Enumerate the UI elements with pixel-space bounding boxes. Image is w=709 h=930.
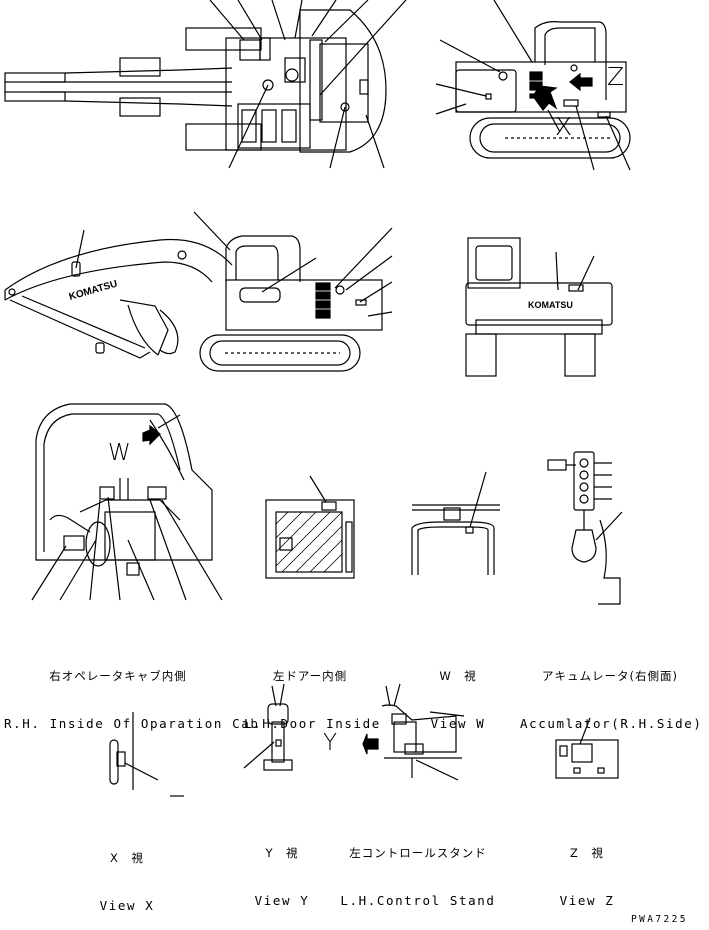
boom-brand-text: KOMATSU <box>68 279 119 303</box>
caption-lh-door-jp: 左ドアー内側 <box>272 669 348 683</box>
caption-lh-control-jp: 左コントロールスタンド <box>349 846 487 860</box>
rear-brand-text: KOMATSU <box>528 300 573 310</box>
caption-lh-door: 左ドアー内側 L.H.Door Inside <box>244 636 381 748</box>
accumulator-drawing <box>547 451 623 605</box>
door-inside-view <box>265 475 355 579</box>
marker-y: Y <box>323 730 338 756</box>
caption-view-y-jp: Y 視 <box>265 846 299 860</box>
caption-accumulator-jp: アキュムレータ(右側面) <box>542 669 678 683</box>
marker-x: X <box>555 112 573 141</box>
caption-rh-cab: 右オペレータキャブ内側 R.H. Inside Of Oparation Cab <box>4 636 260 748</box>
caption-lh-door-en: L.H.Door Inside <box>244 716 381 731</box>
marker-z: Z <box>607 62 625 91</box>
machine-rear-view: KOMATSU <box>465 237 613 377</box>
caption-rh-cab-jp: 右オペレータキャブ内側 <box>49 669 187 683</box>
caption-view-x-en: View X <box>99 898 155 913</box>
caption-view-z: Z 視 View Z <box>554 813 620 925</box>
caption-view-w: W 視 View W <box>420 636 496 748</box>
caption-rh-cab-en: R.H. Inside Of Oparation Cab <box>4 716 260 731</box>
caption-view-z-en: View Z <box>559 893 615 908</box>
caption-view-x: X 視 View X <box>92 818 162 930</box>
caption-view-w-en: View W <box>430 716 486 731</box>
caption-view-y: Y 視 View Y <box>246 813 318 925</box>
machine-top-view <box>4 0 407 169</box>
machine-rh-side-view <box>435 0 631 171</box>
view-x-drawing <box>109 712 184 797</box>
caption-accumulator-en: Accumlator(R.H.Side) <box>520 716 703 731</box>
machine-lh-side-view <box>4 211 393 372</box>
marker-w: W <box>108 440 131 466</box>
caption-view-w-jp: W 視 <box>439 669 477 683</box>
drawing-code: PWA7225 <box>631 914 688 925</box>
komatsu-logo-boom: KOMATSU <box>68 279 119 303</box>
caption-view-z-jp: Z 視 <box>570 846 604 860</box>
caption-lh-control: 左コントロールスタンド L.H.Control Stand <box>338 813 498 925</box>
caption-view-x-jp: X 視 <box>110 851 144 865</box>
view-y-drawing <box>243 683 293 771</box>
caption-lh-control-en: L.H.Control Stand <box>340 893 496 908</box>
view-w-drawing <box>411 471 500 575</box>
cab-inside-view <box>31 403 223 601</box>
view-z-drawing <box>555 717 619 779</box>
caption-view-y-en: View Y <box>254 893 310 908</box>
caption-accumulator: アキュムレータ(右側面) Accumlator(R.H.Side) <box>520 636 703 748</box>
control-stand-drawing <box>362 683 465 781</box>
